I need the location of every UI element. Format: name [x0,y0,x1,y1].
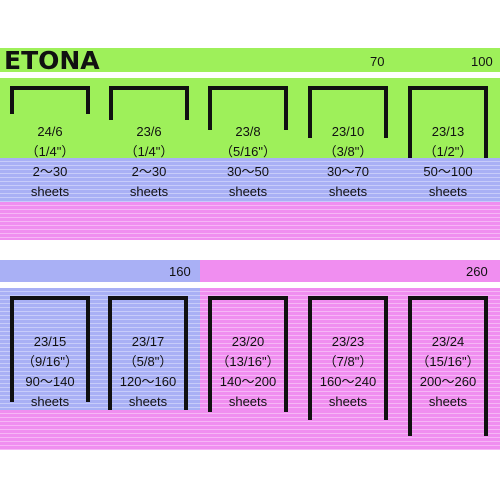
staple-size: 23/6 [136,124,162,139]
staple-unit: sheets [30,394,70,409]
staple-size: 23/10 [331,124,365,139]
staple-capacity: 30～70 [327,164,369,179]
bottom-pink-band [200,288,500,410]
top-white-strip [0,72,500,78]
staple-icon [208,86,288,130]
staple-spec-item: 24/6 （1/4"） 2～30 sheets [0,122,100,202]
bottom-blue-header [0,260,200,282]
scale-label-100: 100 [471,54,493,69]
staple-inch: （7/8"） [323,354,373,369]
staple-inch: （1/4"） [25,144,75,159]
bottom-blue-band [0,288,200,410]
staple-unit: sheets [228,184,268,199]
staple-capacity: 2～30 [32,164,68,179]
staple-spec-item: 23/17 （5/8"） 120～160 sheets [98,332,198,412]
etona-logo: ETONA [4,46,100,75]
staple-size: 23/24 [431,334,465,349]
staple-icon [10,296,90,402]
staple-spec-item: 23/15 （9/16"） 90～140 sheets [0,332,100,412]
staple-inch: （1/2"） [423,144,473,159]
staple-capacity: 200～260 [419,374,477,389]
staple-icon [109,86,189,120]
scale-label-260: 260 [466,264,488,279]
top-green-band [0,48,500,158]
staple-inch: （15/16"） [416,354,480,369]
staple-inch: （5/16"） [220,144,276,159]
staple-spec-item: 23/23 （7/8"） 160～240 sheets [298,332,398,412]
staple-icon [408,296,488,436]
staple-spec-item: 23/6 （1/4"） 2～30 sheets [99,122,199,202]
staple-size: 23/8 [235,124,261,139]
staple-icon [10,86,90,114]
top-pink-band [0,202,500,240]
staple-size: 23/20 [231,334,265,349]
staple-icon [108,296,188,410]
staple-size: 23/17 [131,334,165,349]
staple-inch: （13/16"） [216,354,280,369]
staple-unit: sheets [428,394,468,409]
staple-spec-item: 23/8 （5/16"） 30～50 sheets [198,122,298,202]
top-blue-band [0,158,500,202]
staple-capacity: 160～240 [319,374,377,389]
staple-spec-item: 23/24 （15/16"） 200～260 sheets [398,332,498,412]
staple-unit: sheets [328,184,368,199]
bottom-white-strip [0,282,500,288]
staple-capacity: 140～200 [219,374,277,389]
staple-capacity: 90～140 [25,374,75,389]
staple-unit: sheets [228,394,268,409]
staple-spec-item: 23/20 （13/16"） 140～200 sheets [198,332,298,412]
staple-unit: sheets [128,394,168,409]
staple-size: 23/15 [33,334,67,349]
staple-capacity: 50～100 [423,164,473,179]
staple-icon [408,86,488,158]
staple-icon [208,296,288,412]
bottom-pink-lower-band [0,410,500,450]
scale-label-160: 160 [169,264,191,279]
staple-capacity: 2～30 [131,164,167,179]
staple-inch: （5/8"） [123,354,173,369]
staple-size: 23/23 [331,334,365,349]
staple-unit: sheets [30,184,70,199]
staple-capacity: 30～50 [227,164,269,179]
staple-capacity: 120～160 [119,374,177,389]
staple-spec-item: 23/10 （3/8"） 30～70 sheets [298,122,398,202]
scale-label-70: 70 [370,54,385,69]
bottom-pink-header [200,260,500,282]
staple-size: 23/13 [431,124,465,139]
staple-icon [308,86,388,138]
staple-size: 24/6 [37,124,63,139]
staple-spec-item: 23/13 （1/2"） 50～100 sheets [398,122,498,202]
staple-unit: sheets [129,184,169,199]
staple-inch: （9/16"） [22,354,78,369]
staple-inch: （3/8"） [323,144,373,159]
staple-icon [308,296,388,420]
staple-unit: sheets [328,394,368,409]
staple-inch: （1/4"） [124,144,174,159]
staple-unit: sheets [428,184,468,199]
